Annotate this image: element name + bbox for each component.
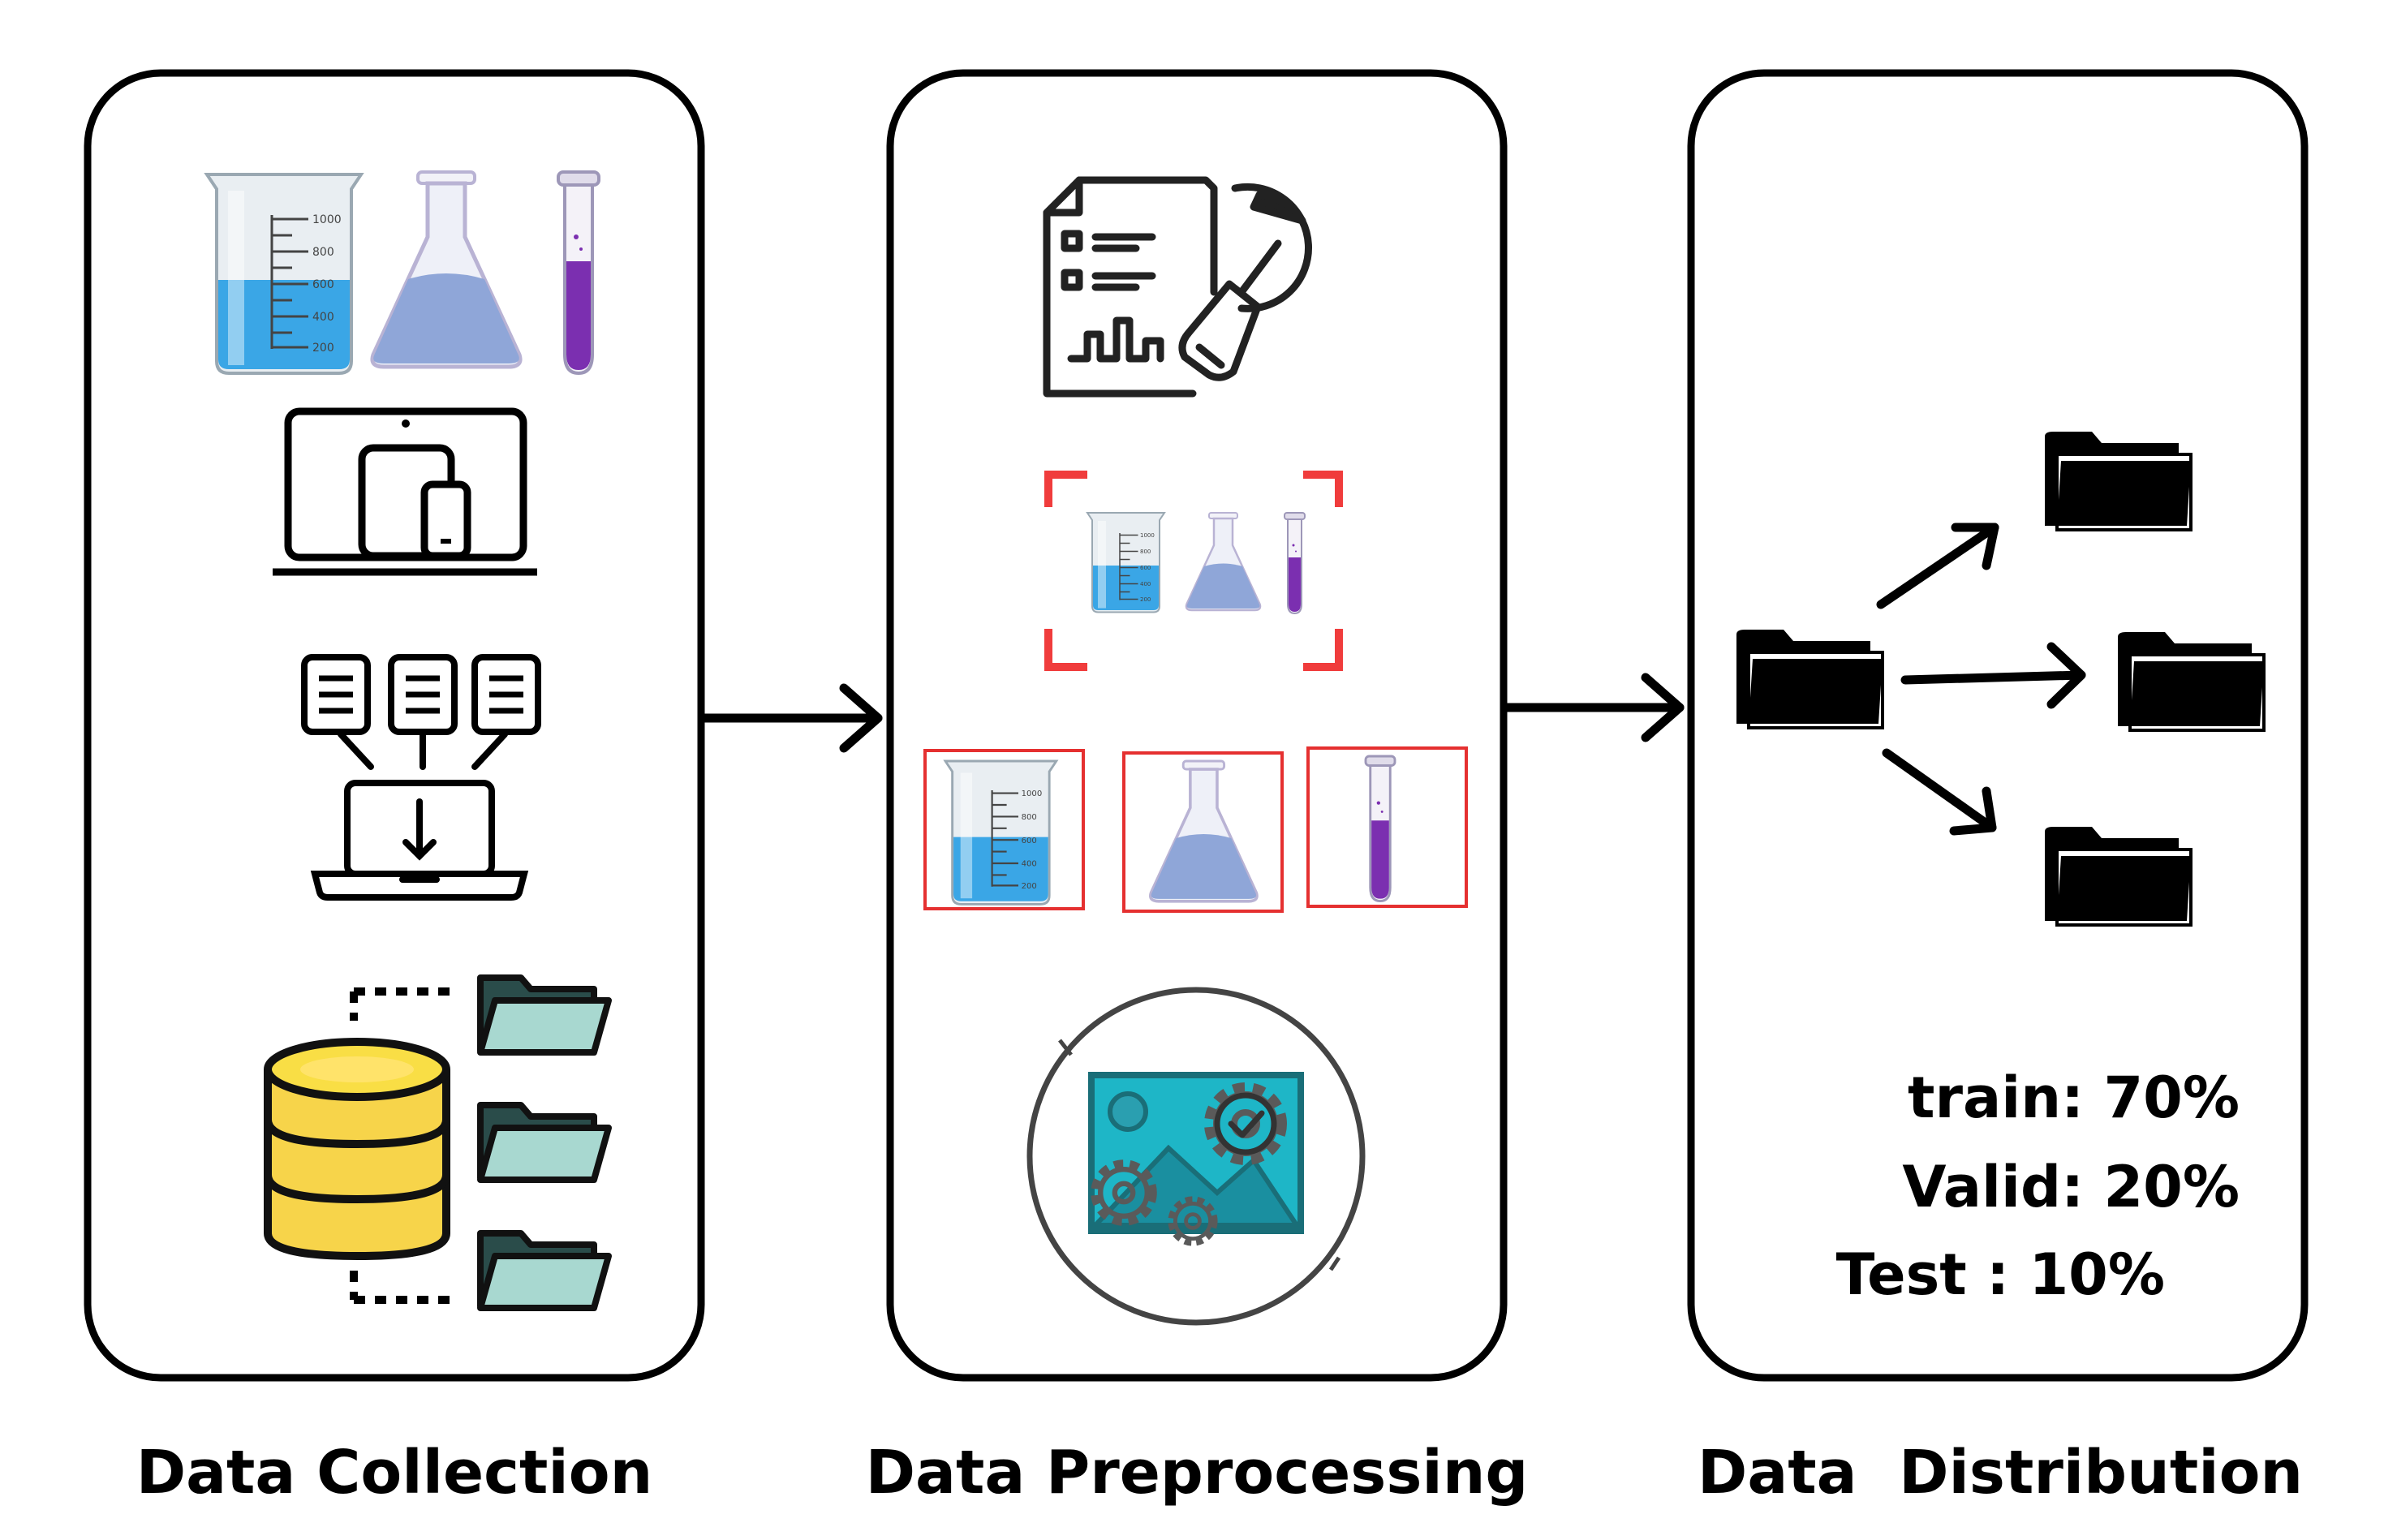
svg-text:200: 200 [1022, 882, 1037, 891]
arrow-icon [1502, 673, 1685, 742]
arrow-icon [699, 683, 883, 753]
split-valid: Valid: 20% [1902, 1154, 2240, 1220]
caption-data-collection: Data Collection [136, 1438, 653, 1508]
split-train: train: 70% [1908, 1065, 2240, 1131]
caption-data-preprocessing: Data Preprocessing [865, 1438, 1529, 1508]
crop-box-icon [1306, 746, 1468, 908]
svg-text:800: 800 [312, 246, 334, 259]
crop-box-icon: 1000 800 600 400 200 [923, 749, 1085, 910]
focus-frame-icon [1044, 471, 1343, 671]
svg-text:800: 800 [1022, 813, 1037, 822]
folder-icon [480, 978, 609, 1052]
test-tube-icon [557, 170, 600, 375]
connector-lines [350, 987, 454, 1304]
report-cleaning-icon [1043, 176, 1312, 398]
svg-text:600: 600 [1022, 837, 1037, 845]
folder-icon [480, 1233, 609, 1308]
svg-text:1000: 1000 [1140, 532, 1155, 539]
test-tube-icon [1284, 512, 1306, 614]
svg-text:800: 800 [1140, 548, 1151, 555]
devices-icon [273, 407, 537, 576]
folder-icon [2043, 430, 2193, 531]
svg-text:1000: 1000 [1022, 789, 1043, 798]
svg-text:400: 400 [1022, 860, 1037, 869]
folder-icon [2043, 825, 2193, 927]
split-test: Test : 10% [1835, 1241, 2165, 1308]
svg-text:200: 200 [1140, 596, 1151, 603]
document-download-icon [304, 657, 538, 901]
caption-data-distribution: Data Distribution [1697, 1438, 2304, 1508]
distribution-panel [1687, 69, 2309, 1382]
crop-box-icon [1122, 751, 1284, 913]
svg-text:400: 400 [1140, 581, 1151, 587]
svg-text:600: 600 [312, 278, 334, 291]
folder-icon [2116, 630, 2266, 732]
svg-text:600: 600 [1140, 565, 1151, 571]
svg-text:200: 200 [312, 342, 334, 355]
beaker-icon: 1000 800 600 400 200 [205, 173, 363, 375]
image-processing-gears-icon [1026, 987, 1366, 1326]
svg-text:400: 400 [312, 311, 334, 324]
database-icon [264, 1038, 450, 1261]
preprocessing-panel [886, 69, 1508, 1382]
svg-text:1000: 1000 [312, 213, 342, 226]
arrow-icon [1876, 523, 2086, 836]
folder-icon [480, 1105, 609, 1180]
beaker-icon: 1000 800 600 400 200 [1087, 512, 1165, 613]
folder-icon [1735, 628, 1884, 729]
